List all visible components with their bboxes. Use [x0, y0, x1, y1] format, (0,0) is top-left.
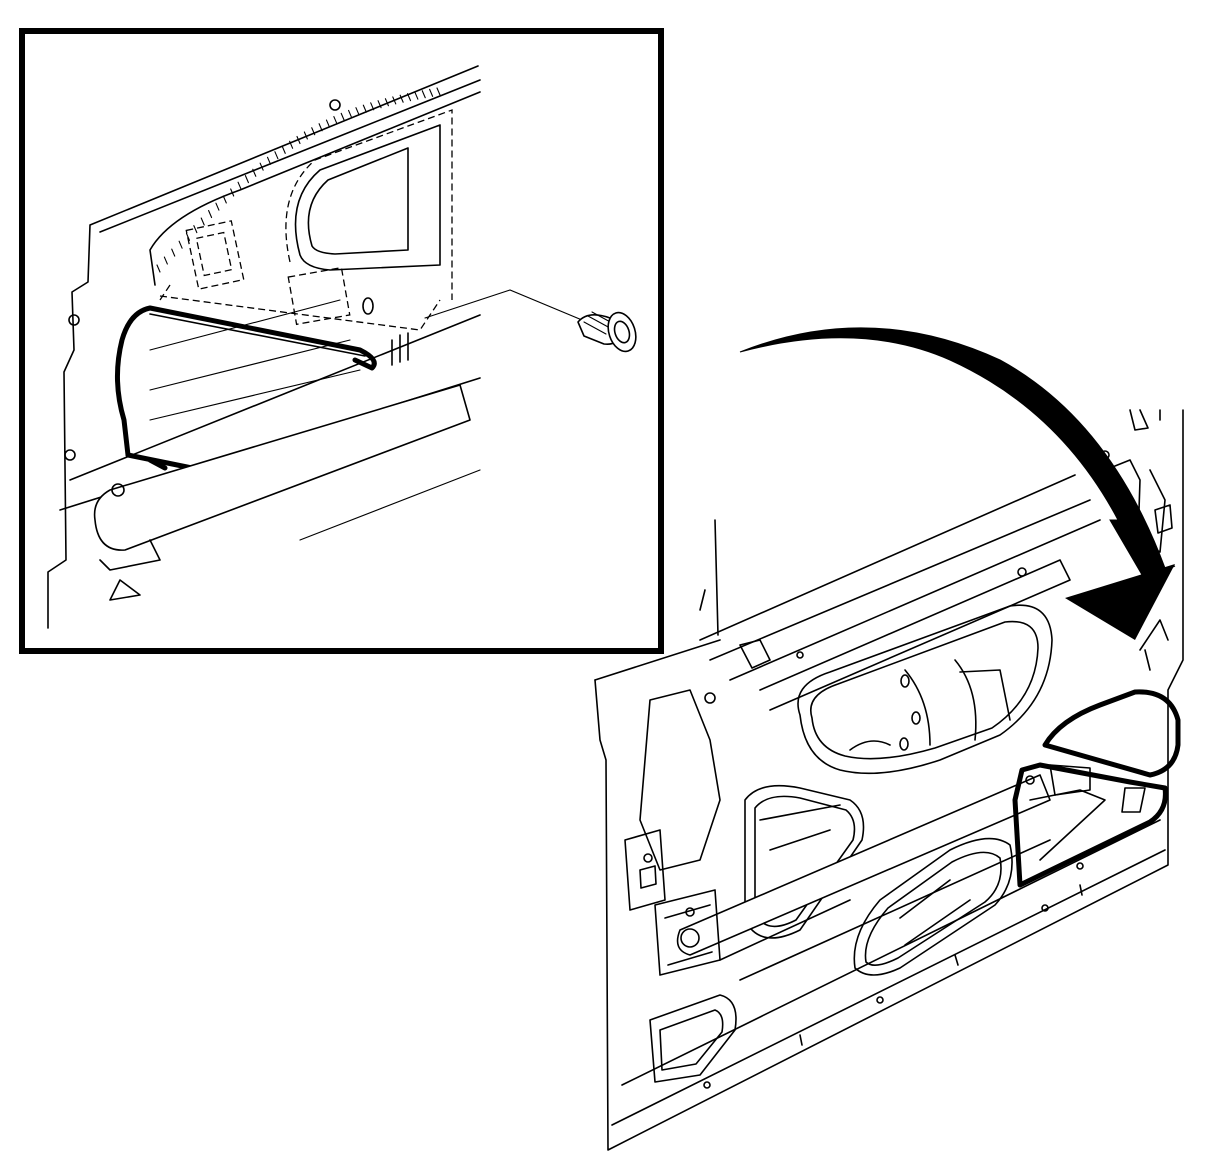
frame-tick	[230, 188, 235, 197]
inset-strip-clip	[125, 452, 195, 471]
frame-tick	[237, 181, 242, 190]
frame-tick	[421, 90, 426, 99]
frame-tick	[392, 96, 397, 105]
inset-window-opening	[294, 124, 441, 271]
frame-tick	[274, 151, 279, 160]
inset-frame-ticks	[156, 87, 441, 273]
frame-tick	[355, 107, 360, 116]
door-hinge-pillar	[639, 689, 721, 871]
frame-tick	[311, 127, 316, 136]
inset-hidden-bracket-right	[287, 266, 351, 326]
frame-tick	[266, 156, 272, 165]
door-latch-area	[1104, 459, 1166, 553]
door-mid-access-hole	[744, 784, 865, 939]
inset-window-frame	[149, 91, 481, 286]
inset-hidden-bracket-left	[185, 220, 245, 290]
frame-tick	[436, 87, 441, 96]
push-pin-fastener-icon	[577, 311, 637, 353]
frame-tick	[303, 131, 308, 140]
frame-tick	[377, 100, 382, 109]
inset-retainer-strip	[115, 305, 377, 458]
frame-tick	[406, 93, 412, 102]
frame-tick	[259, 162, 264, 171]
inset-leader-line	[424, 289, 583, 321]
frame-tick	[348, 109, 353, 118]
frame-tick	[156, 264, 161, 273]
callout-arrow-head	[1065, 564, 1175, 640]
frame-tick	[171, 248, 176, 257]
frame-tick	[163, 256, 168, 265]
door-highlighted-trim-bracket	[1042, 689, 1181, 778]
inset-support-tube	[93, 384, 471, 551]
frame-tick	[208, 209, 213, 219]
frame-tick	[340, 112, 345, 121]
frame-tick	[193, 225, 198, 234]
frame-tick	[325, 119, 331, 128]
door-lower-pocket	[649, 994, 737, 1083]
frame-tick	[296, 135, 301, 145]
inset-frame	[19, 28, 664, 654]
door-highlighted-lower-bracket	[1012, 762, 1168, 888]
inset-panel-outline	[47, 65, 479, 629]
door-upper-access-hole	[797, 604, 1053, 775]
frame-tick	[222, 195, 227, 204]
frame-tick	[414, 91, 419, 100]
callout-arrow	[739, 327, 1176, 581]
frame-tick	[333, 116, 338, 125]
door-inner-panel-overview	[594, 409, 1184, 1151]
door-belt-rail	[699, 474, 1101, 681]
frame-tick	[429, 88, 434, 97]
frame-tick	[178, 240, 183, 249]
frame-tick	[318, 123, 323, 132]
frame-tick	[370, 102, 375, 111]
frame-tick	[244, 175, 249, 184]
frame-tick	[362, 104, 367, 113]
frame-tick	[200, 217, 205, 226]
frame-tick	[281, 145, 286, 154]
door-outer-outline	[594, 409, 1184, 1151]
inset-detail-view	[19, 28, 664, 654]
frame-tick	[399, 94, 404, 103]
door-lower-access-hole	[853, 837, 1013, 976]
frame-tick	[185, 232, 191, 241]
frame-tick	[289, 140, 294, 149]
frame-tick	[384, 98, 389, 107]
frame-tick	[252, 168, 257, 177]
door-impact-beam	[676, 774, 1051, 956]
frame-tick	[215, 202, 220, 211]
